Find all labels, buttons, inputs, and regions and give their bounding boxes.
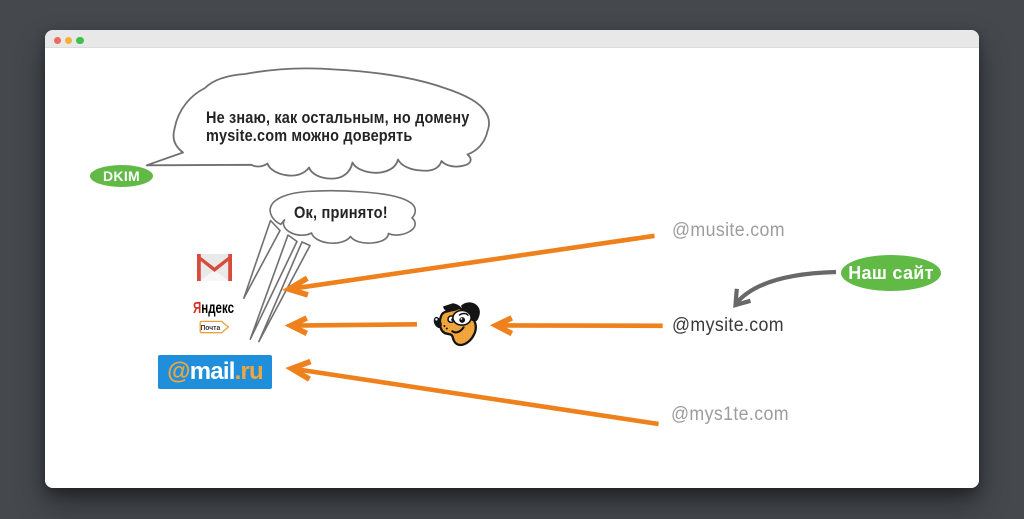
close-button[interactable] xyxy=(53,36,61,44)
gmail-logo xyxy=(197,254,232,281)
main-bubble-line1: Не знаю, как остальным, но домену xyxy=(206,108,470,127)
our-site-badge-label: Наш сайт xyxy=(848,262,934,283)
yandex-dog-icon xyxy=(433,302,480,347)
mailru-word: mail xyxy=(189,358,236,385)
mailru-at: @ xyxy=(167,358,190,385)
yandex-pochta-label: Почта xyxy=(200,322,221,332)
our-site-badge: Наш сайт xyxy=(841,255,941,291)
sender-mys1te: @mys1te.com xyxy=(671,404,789,425)
arrow-mys1te-to-mailru xyxy=(285,358,659,427)
yandex-logo-ya: Я xyxy=(192,300,201,317)
sender-mysite: @mysite.com xyxy=(672,314,784,336)
main-speech-cloud xyxy=(145,67,490,180)
arrows xyxy=(282,233,663,427)
sender-musite: @musite.com xyxy=(672,219,785,241)
reply-bubble-text: Ок, принято! xyxy=(294,202,388,222)
yandex-pochta-tag xyxy=(199,320,230,334)
diagram-art xyxy=(145,67,837,427)
dkim-badge: DKIM xyxy=(90,165,153,187)
arrow-mysite-to-dog xyxy=(489,315,663,337)
window-titlebar xyxy=(45,30,979,48)
zoom-button[interactable] xyxy=(76,36,84,44)
mailru-tld: .ru xyxy=(234,358,264,385)
arrow-dog-to-yandex xyxy=(284,315,418,337)
browser-window: Не знаю, как остальным, но домену mysite… xyxy=(45,30,979,488)
mailru-logo: @mail.ru xyxy=(158,355,272,389)
yandex-logo-rest: ндекс xyxy=(200,300,234,317)
arrow-musite-to-gmail xyxy=(282,233,655,298)
yandex-logo: Яндекс xyxy=(193,300,234,318)
our-site-arrow xyxy=(733,269,837,308)
main-bubble-text: Не знаю, как остальным, но домену mysite… xyxy=(206,109,469,144)
dkim-badge-label: DKIM xyxy=(103,168,140,184)
reply-bubble-tails xyxy=(243,219,311,343)
minimize-button[interactable] xyxy=(64,36,73,44)
main-bubble-line2: mysite.com можно доверять xyxy=(206,125,413,145)
slide-canvas: Не знаю, как остальным, но домену mysite… xyxy=(45,48,979,488)
reply-speech-bubble xyxy=(269,189,417,245)
